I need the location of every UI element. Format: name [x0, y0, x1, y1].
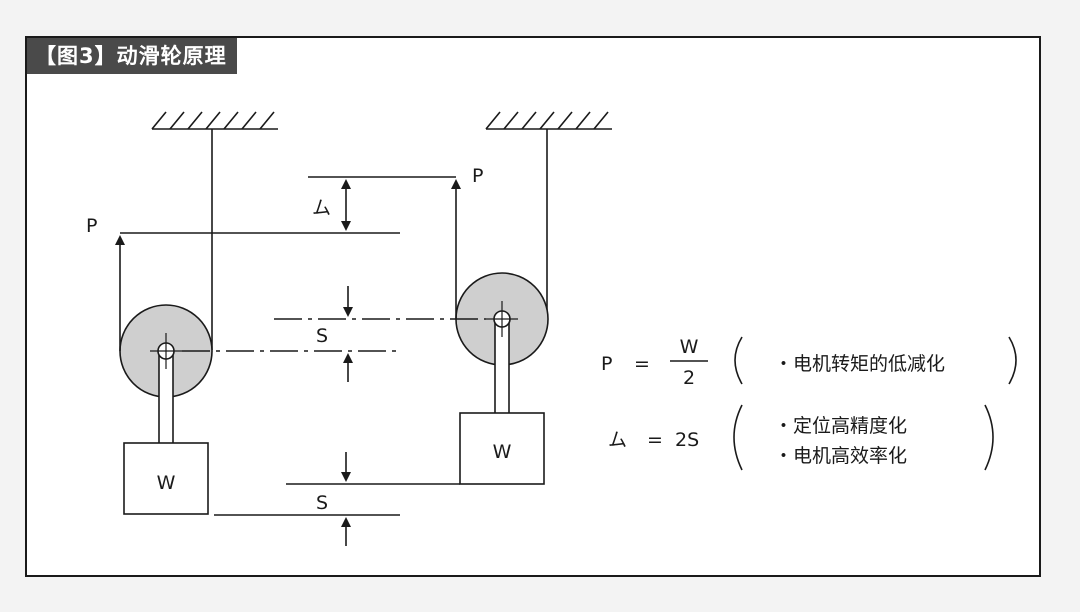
figure-title: 【图3】动滑轮原理	[27, 38, 237, 74]
formula2-equals: =	[647, 429, 663, 451]
formula2-rhs: 2S	[675, 429, 699, 451]
left-ceiling	[151, 111, 278, 130]
formula2-lhs: ム	[608, 429, 627, 451]
left-force-label: P	[86, 215, 97, 237]
pulley-travel-label: S	[316, 325, 328, 347]
formula1-left-paren	[734, 336, 743, 385]
formula1-numerator: W	[680, 336, 699, 358]
formula2-left-paren	[733, 404, 743, 471]
right-ceiling	[485, 111, 612, 130]
formula1-lhs: P	[601, 353, 612, 375]
formula2-right-paren	[984, 404, 994, 471]
right-weight-box	[459, 412, 545, 485]
formula2-benefit-1: ・定位高精度化	[774, 415, 907, 437]
left-weight-label: W	[157, 472, 176, 494]
rope-travel-label: ム	[312, 197, 331, 219]
formula1-right-paren	[1008, 336, 1017, 385]
right-force-label: P	[472, 165, 483, 187]
right-weight-label: W	[493, 441, 512, 463]
formula1-benefit: ・电机转矩的低减化	[774, 353, 945, 375]
formula2-benefit-2: ・电机高效率化	[774, 445, 907, 467]
load-travel-label: S	[316, 492, 328, 514]
left-weight-box	[123, 442, 209, 515]
formula1-equals: =	[634, 353, 650, 375]
formula1-denominator: 2	[683, 367, 695, 389]
